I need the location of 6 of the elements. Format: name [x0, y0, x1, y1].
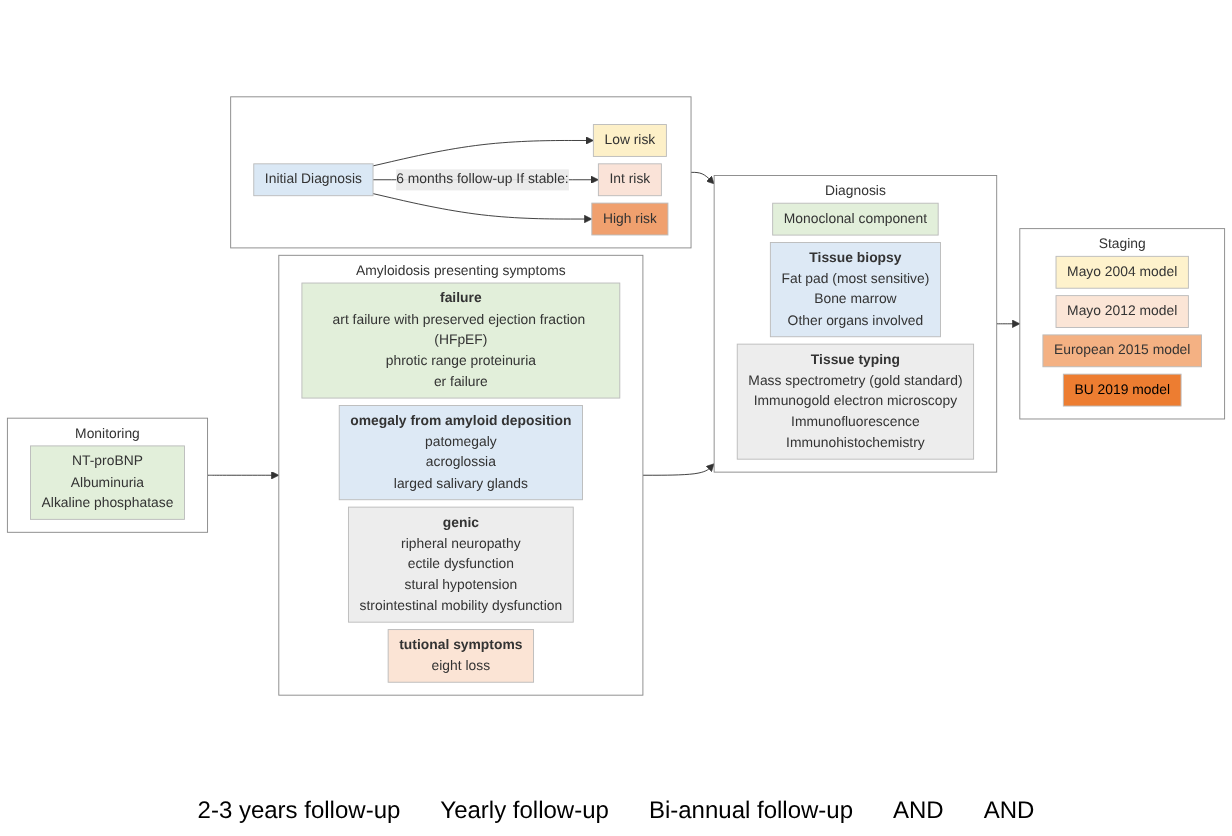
- connector-word: AND: [893, 796, 944, 824]
- cluster: [230, 96, 692, 249]
- connector-word: Yearly follow-up: [440, 796, 609, 824]
- connector-word: AND: [983, 796, 1035, 824]
- connector-word: 2-3 years follow-up: [197, 796, 401, 824]
- connector-word: Bi-annual follow-up: [648, 796, 854, 824]
